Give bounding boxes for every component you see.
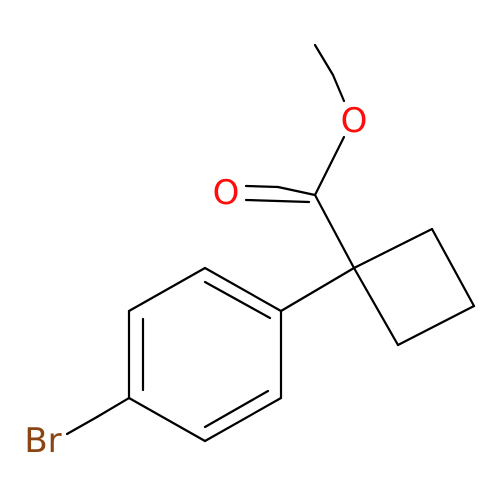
bond-ester-oxygen-carbonyl-carbon-half [313, 161, 333, 197]
bond-carbonyl-double-lower-carbon [276, 199, 311, 204]
bond-carbonyl-double-lower-oxygen [244, 198, 280, 203]
bond-benzene-4 [127, 396, 207, 443]
bond-quaternary-phenyl [279, 266, 356, 313]
bond-cyclobutane-2 [430, 227, 476, 308]
bond-cyclobutane-4 [352, 266, 400, 347]
bond-methyl-oxygen-carbon-half [313, 43, 335, 77]
bond-carbonyl-quaternary [313, 193, 356, 270]
bond-carbonyl-double-upper-oxygen [244, 184, 280, 189]
bond-cyclobutane-1 [352, 227, 434, 270]
carbonyl-oxygen-label: O [213, 173, 240, 213]
bond-methyl-oxygen-oxygen-half [331, 73, 346, 103]
bond-bromine-bromine-half [65, 415, 99, 436]
bond-bromine-carbon-half [95, 396, 131, 419]
bond-benzene-2 [127, 266, 207, 313]
bond-cyclobutane-3 [396, 304, 476, 347]
bond-benzene-inner-1 [203, 280, 272, 320]
bond-ester-oxygen-carbonyl-oxygen-half [329, 135, 346, 165]
bromine-label: Br [24, 421, 61, 461]
bond-benzene-5 [203, 396, 283, 443]
bond-benzene-1 [203, 266, 283, 313]
bond-carbonyl-double-upper-carbon [276, 185, 317, 197]
ester-oxygen-label: O [341, 101, 368, 141]
bond-benzene-inner-3 [203, 389, 270, 429]
